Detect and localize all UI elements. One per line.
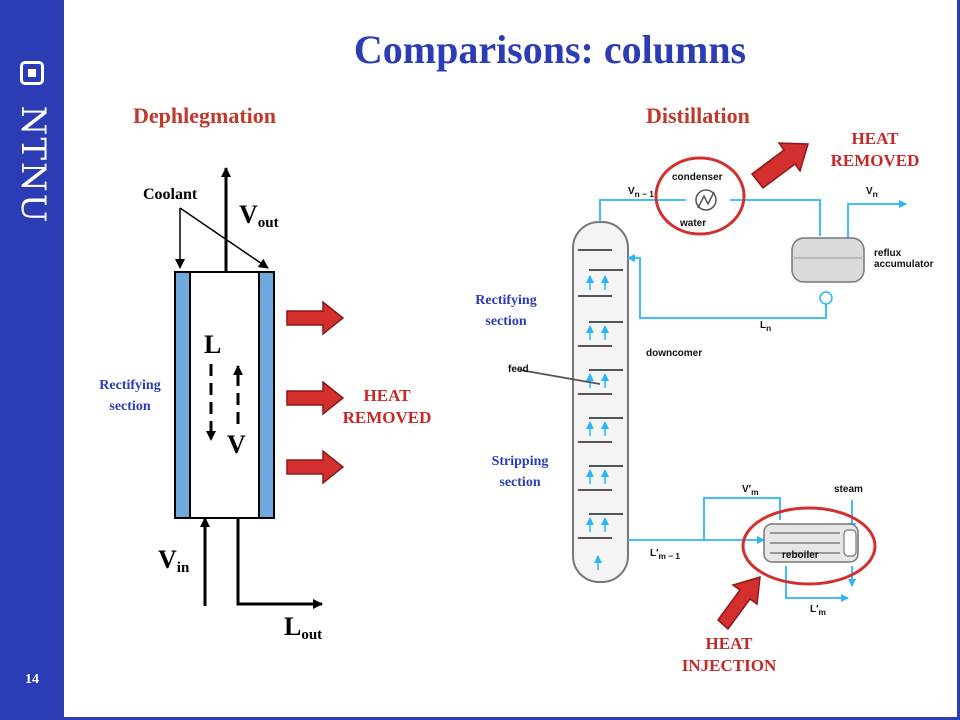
column-vapor-arrows bbox=[586, 275, 609, 570]
dephlegmation-heading: Dephlegmation bbox=[133, 103, 276, 128]
l-label: L bbox=[204, 330, 222, 359]
condenser-label: condenser bbox=[672, 172, 723, 183]
frame-right bbox=[957, 0, 960, 720]
steam-label: steam bbox=[834, 484, 863, 495]
ntnu-logo-mark bbox=[20, 61, 44, 85]
heat-arrow-2 bbox=[286, 380, 345, 416]
reflux-pump-icon bbox=[819, 291, 833, 305]
reboiler-label: reboiler bbox=[782, 550, 819, 561]
heat-arrow-1 bbox=[286, 300, 345, 336]
dephlegmator bbox=[174, 167, 323, 609]
v-prime-m-label: V′m bbox=[742, 484, 759, 497]
dephlegmator-core bbox=[189, 271, 260, 519]
v-n-label: Vn bbox=[866, 186, 878, 199]
dephlegmator-right-wall bbox=[258, 271, 275, 519]
heat-injection-arrow bbox=[716, 575, 761, 631]
heat-arrow-3 bbox=[286, 449, 345, 485]
reflux-pipe bbox=[627, 254, 827, 319]
vapor-top-pipe bbox=[599, 199, 686, 222]
feed-pipe bbox=[519, 369, 601, 385]
l-out-line bbox=[236, 518, 323, 609]
condenser-coil bbox=[697, 191, 715, 209]
frame-bottom bbox=[64, 717, 960, 720]
l-out-label: Lout bbox=[284, 612, 323, 643]
coolant-out-line bbox=[179, 207, 269, 269]
heat-removed-arrow-right bbox=[750, 142, 809, 190]
dephlegmator-left-wall bbox=[174, 271, 191, 519]
column-shell bbox=[572, 221, 629, 583]
column-trays bbox=[578, 249, 623, 539]
distillation-heading: Distillation bbox=[646, 103, 750, 128]
reboiler-highlight bbox=[741, 506, 877, 586]
lm-out-pipe bbox=[785, 566, 849, 602]
downcomer-label: downcomer bbox=[646, 348, 703, 359]
feed-label: feed bbox=[508, 364, 529, 375]
vn-pipe bbox=[847, 200, 907, 240]
v-label: V bbox=[227, 430, 246, 459]
slide-title: Comparisons: columns bbox=[353, 27, 747, 72]
v-n-minus-1-label: Vn − 1 bbox=[628, 186, 654, 199]
sidebar bbox=[0, 0, 64, 720]
coolant-label: Coolant bbox=[143, 186, 198, 203]
v-in-label: Vin bbox=[158, 545, 190, 576]
condenser-out-pipe bbox=[730, 199, 821, 236]
l-prime-m-label: L′m bbox=[810, 604, 826, 617]
l-n-label: Ln bbox=[760, 320, 772, 333]
l-prime-m-minus-1-label: L′m − 1 bbox=[650, 548, 681, 561]
reflux-accumulator bbox=[791, 237, 865, 283]
heat-removed-arrows bbox=[286, 300, 345, 485]
condenser-highlight bbox=[654, 156, 746, 236]
page-number: 14 bbox=[25, 672, 39, 687]
process-pipes bbox=[519, 199, 907, 602]
water-label: water bbox=[680, 218, 707, 229]
reboiler-vapor-pipe bbox=[703, 497, 781, 540]
v-out-label: Vout bbox=[239, 200, 279, 231]
distillation-schematic bbox=[519, 156, 907, 602]
